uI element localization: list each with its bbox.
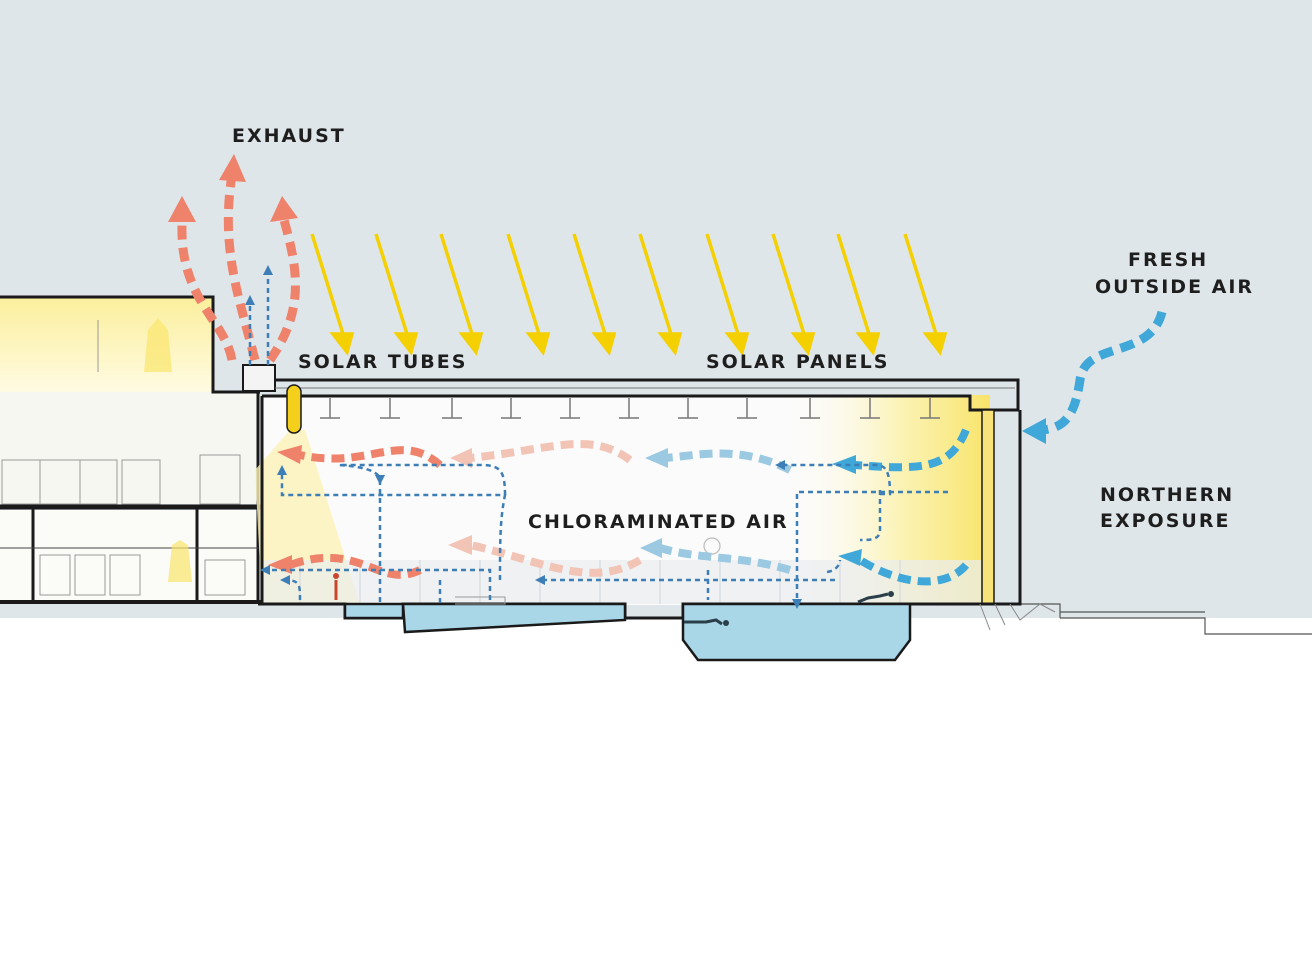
exhaust-vent xyxy=(242,364,276,392)
label-solar-tubes: SOLAR TUBES xyxy=(298,351,467,373)
label-exhaust: EXHAUST xyxy=(232,125,346,147)
label-fresh: FRESH xyxy=(1128,249,1208,271)
label-chloraminated-air: CHLORAMINATED AIR xyxy=(528,511,789,533)
swimmer-icon xyxy=(333,573,894,626)
solar-tube-icon xyxy=(286,384,302,434)
label-outside-air: OUTSIDE AIR xyxy=(1095,276,1254,298)
fresh-air-arrow xyxy=(1022,310,1167,444)
label-solar-panels: SOLAR PANELS xyxy=(706,351,889,373)
natatorium xyxy=(255,378,1056,631)
left-building xyxy=(0,295,262,604)
interior-airflow xyxy=(288,428,970,586)
ground xyxy=(1020,603,1312,635)
pools xyxy=(343,596,912,662)
circulation-loops xyxy=(260,460,948,609)
exhaust-arrow xyxy=(168,154,300,365)
label-northern: NORTHERN xyxy=(1100,484,1234,506)
sun-ray-arrow xyxy=(310,233,948,356)
label-exposure: EXPOSURE xyxy=(1100,510,1230,532)
